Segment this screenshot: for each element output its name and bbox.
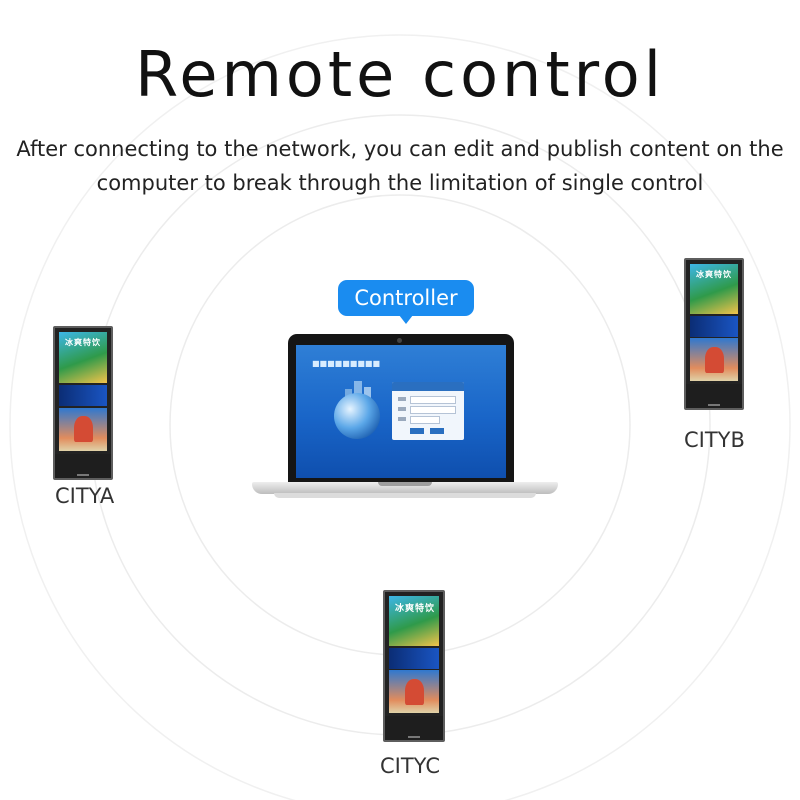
login-field-label xyxy=(398,407,406,411)
login-button xyxy=(410,428,424,434)
laptop-lid: ■■■■■■■■■ xyxy=(288,334,514,484)
kiosk-ad-text: 冰爽特饮 xyxy=(65,338,101,347)
kiosk-controls xyxy=(708,404,720,407)
kiosk-controls xyxy=(408,736,420,739)
login-field xyxy=(410,416,440,424)
camera-icon xyxy=(397,338,402,343)
kiosk-controls xyxy=(77,474,89,477)
device-label-citya: CITYA xyxy=(55,484,115,508)
kiosk-mid-ad xyxy=(690,316,738,337)
kiosk-display-icon: 冰爽特饮 xyxy=(684,258,744,410)
signal-ring-icon xyxy=(9,34,791,800)
kiosk-ad-text: 冰爽特饮 xyxy=(696,270,732,279)
controller-label: Controller xyxy=(338,280,474,324)
login-field xyxy=(410,406,456,414)
login-header xyxy=(392,382,464,391)
login-field-label xyxy=(398,417,406,421)
kiosk-bottom-ad xyxy=(690,338,738,382)
kiosk-ad-text: 冰爽特饮 xyxy=(395,604,436,614)
kiosk-mid-ad xyxy=(389,648,439,669)
kiosk-figure xyxy=(405,679,424,705)
kiosk-display-icon: 冰爽特饮 xyxy=(53,326,113,480)
app-title: ■■■■■■■■■ xyxy=(312,359,381,368)
kiosk-top-ad: 冰爽特饮 xyxy=(690,264,738,315)
subtitle-line-2: computer to break through the limitation… xyxy=(96,171,704,195)
laptop-notch xyxy=(378,482,432,486)
device-label-cityb: CITYB xyxy=(684,428,745,452)
subtitle-line-1: After connecting to the network, you can… xyxy=(16,137,784,161)
login-field-label xyxy=(398,397,406,401)
kiosk-panel xyxy=(55,454,111,478)
kiosk-figure xyxy=(74,416,93,443)
kiosk-bottom-ad xyxy=(59,407,107,451)
kiosk-top-ad: 冰爽特饮 xyxy=(389,596,439,647)
login-panel xyxy=(392,382,464,440)
login-field xyxy=(410,396,456,404)
laptop-icon: ■■■■■■■■■ xyxy=(252,334,558,500)
login-button xyxy=(430,428,444,434)
kiosk-panel xyxy=(385,716,443,740)
globe-icon xyxy=(334,393,380,439)
laptop-foot xyxy=(274,493,536,498)
kiosk-figure xyxy=(705,347,724,373)
kiosk-top-ad: 冰爽特饮 xyxy=(59,332,107,383)
laptop-screen: ■■■■■■■■■ xyxy=(296,345,506,478)
kiosk-panel xyxy=(686,384,742,408)
kiosk-mid-ad xyxy=(59,385,107,406)
laptop-base xyxy=(252,482,558,494)
page-title: Remote control xyxy=(135,38,665,111)
kiosk-display-icon: 冰爽特饮 xyxy=(383,590,445,742)
page-subtitle: After connecting to the network, you can… xyxy=(4,132,796,200)
device-label-cityc: CITYC xyxy=(380,754,441,778)
kiosk-bottom-ad xyxy=(389,670,439,714)
